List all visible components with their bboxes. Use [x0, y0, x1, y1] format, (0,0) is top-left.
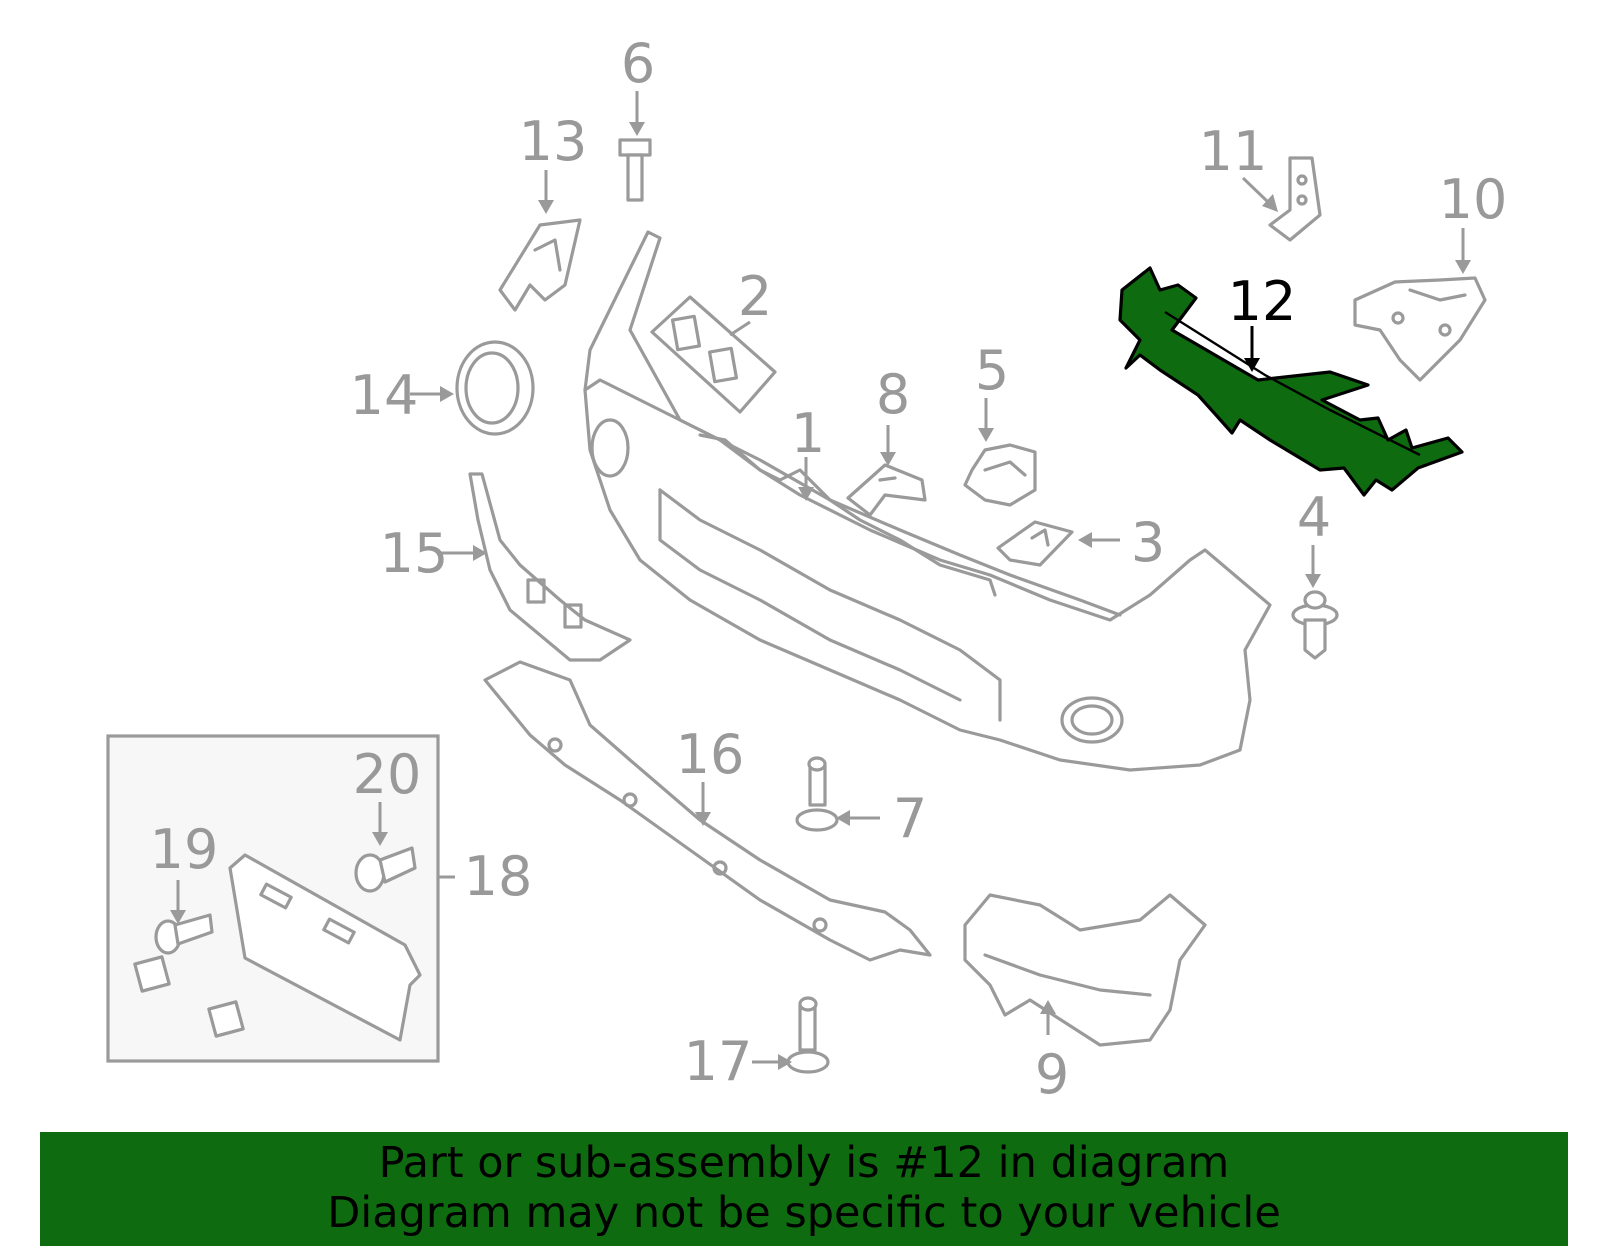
callout-4: 4: [1297, 486, 1331, 549]
part-2-clips: [650, 295, 777, 414]
callout-1: 1: [791, 402, 825, 465]
callout-12: 12: [1228, 270, 1297, 333]
callout-11: 11: [1199, 120, 1268, 183]
part-7-bolt: [795, 756, 839, 832]
part-11-bracket: [1268, 156, 1322, 242]
callout-17: 17: [684, 1030, 753, 1093]
callout-20: 20: [353, 743, 422, 806]
callout-6: 6: [621, 32, 655, 95]
callout-10: 10: [1439, 168, 1508, 231]
banner-line-1: Part or sub-assembly is #12 in diagram: [378, 1138, 1230, 1188]
callout-3: 3: [1131, 511, 1165, 574]
leader-lines: [170, 91, 1471, 1070]
banner-line-2: Diagram may not be specific to your vehi…: [327, 1188, 1281, 1238]
part-17-bolt: [786, 996, 830, 1074]
part-16-lower-bar: [483, 660, 932, 962]
part-1-bumper-cover: [583, 230, 1272, 772]
callout-14: 14: [350, 364, 419, 427]
part-20-grommet: [354, 846, 417, 893]
part-15-bracket: [468, 472, 632, 662]
callout-7: 7: [893, 787, 927, 850]
part-12-reinforcement: [1118, 266, 1464, 497]
part-8-bracket: [846, 463, 927, 517]
part-3-bracket: [996, 520, 1074, 567]
callout-5: 5: [975, 339, 1009, 402]
part-9-side-bracket: [963, 893, 1207, 1047]
part-10-bracket: [1353, 276, 1487, 382]
callout-13: 13: [519, 110, 588, 173]
callout-18: 18: [464, 845, 533, 908]
callout-2: 2: [738, 265, 772, 328]
callout-8: 8: [876, 363, 910, 426]
part-19-screw: [154, 913, 214, 955]
callout-labels: 1 2 3 4 5 6 7 8 9 10 11 12 13 14 15 16 1…: [150, 32, 1508, 1106]
callout-16: 16: [676, 723, 745, 786]
part-6-bolt: [618, 138, 652, 202]
part-14-ring: [455, 340, 535, 436]
callout-9: 9: [1035, 1043, 1069, 1106]
part-18-inset: [106, 734, 440, 1063]
part-13-bracket: [498, 218, 582, 312]
callout-15: 15: [380, 522, 449, 585]
part-5-bracket: [963, 443, 1037, 507]
part-4-push-clip: [1291, 590, 1339, 660]
info-banner: Part or sub-assembly is #12 in diagram D…: [40, 1132, 1568, 1246]
callout-19: 19: [150, 818, 219, 881]
